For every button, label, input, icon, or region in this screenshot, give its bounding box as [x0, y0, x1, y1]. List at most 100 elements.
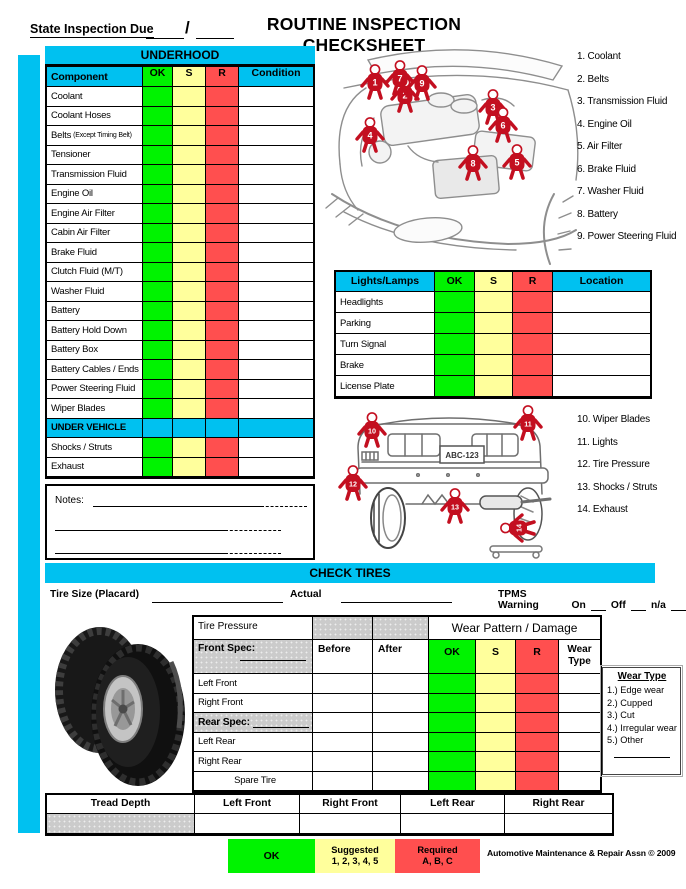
wear-type-cell[interactable] [559, 752, 600, 772]
light-ok-cell[interactable] [435, 334, 475, 355]
light-s-cell[interactable] [475, 355, 513, 376]
underhood-ok-cell[interactable] [143, 379, 173, 399]
wear-s-cell[interactable] [476, 752, 516, 772]
wear-s-cell[interactable] [476, 732, 516, 752]
wear-legend-blank-line[interactable] [614, 751, 670, 758]
underhood-condition-cell[interactable] [239, 243, 313, 263]
underhood-r-cell[interactable] [206, 223, 239, 243]
underhood-condition-cell[interactable] [239, 302, 313, 321]
underhood-s-cell[interactable] [173, 282, 206, 302]
underhood-condition-cell[interactable] [239, 263, 313, 282]
tpms-na-blank[interactable] [670, 598, 686, 611]
underhood-r-cell[interactable] [206, 243, 239, 263]
tread-right-rear-cell[interactable] [505, 814, 612, 834]
underhood-s-cell[interactable] [173, 223, 206, 243]
wear-r-cell[interactable] [516, 771, 559, 791]
underhood-ok-cell[interactable] [143, 145, 173, 165]
underhood-ok-cell[interactable] [143, 223, 173, 243]
underhood-r-cell[interactable] [206, 184, 239, 204]
light-location-cell[interactable] [553, 292, 650, 313]
underhood-ok-cell[interactable] [143, 106, 173, 126]
underhood-s-cell[interactable] [173, 87, 206, 107]
pressure-before-cell[interactable] [313, 732, 373, 752]
wear-s-cell[interactable] [476, 771, 516, 791]
notes-line-2[interactable] [55, 520, 225, 531]
light-ok-cell[interactable] [435, 313, 475, 334]
underhood-r-cell[interactable] [206, 438, 239, 458]
underhood-ok-cell[interactable] [143, 301, 173, 321]
underhood-condition-cell[interactable] [239, 165, 313, 185]
wear-type-cell[interactable] [559, 674, 600, 694]
underhood-condition-cell[interactable] [239, 360, 313, 380]
tread-right-front-cell[interactable] [300, 814, 401, 834]
wear-r-cell[interactable] [516, 674, 559, 694]
underhood-r-cell[interactable] [206, 340, 239, 360]
underhood-condition-cell[interactable] [239, 341, 313, 360]
underhood-condition-cell[interactable] [239, 321, 313, 341]
underhood-r-cell[interactable] [206, 87, 239, 107]
rear-spec-input-line[interactable] [252, 717, 309, 728]
underhood-r-cell[interactable] [206, 399, 239, 419]
pressure-after-cell[interactable] [373, 713, 429, 733]
light-s-cell[interactable] [475, 376, 513, 397]
light-s-cell[interactable] [475, 292, 513, 313]
underhood-ok-cell[interactable] [143, 282, 173, 302]
pressure-before-cell[interactable] [313, 674, 373, 694]
wear-ok-cell[interactable] [429, 693, 476, 713]
wear-r-cell[interactable] [516, 732, 559, 752]
underhood-r-cell[interactable] [206, 282, 239, 302]
underhood-r-cell[interactable] [206, 360, 239, 380]
underhood-s-cell[interactable] [173, 165, 206, 185]
notes-line-1-dashed[interactable] [261, 496, 307, 507]
wear-type-cell[interactable] [559, 713, 600, 733]
light-r-cell[interactable] [513, 313, 553, 334]
light-ok-cell[interactable] [435, 292, 475, 313]
pressure-after-cell[interactable] [373, 674, 429, 694]
underhood-r-cell[interactable] [206, 457, 239, 477]
underhood-condition-cell[interactable] [239, 126, 313, 146]
underhood-s-cell[interactable] [173, 340, 206, 360]
wear-type-cell[interactable] [559, 733, 600, 752]
pressure-after-cell[interactable] [373, 732, 429, 752]
wear-r-cell[interactable] [516, 693, 559, 713]
light-r-cell[interactable] [513, 334, 553, 355]
underhood-condition-cell[interactable] [239, 87, 313, 107]
pressure-before-cell[interactable] [313, 752, 373, 772]
underhood-ok-cell[interactable] [143, 87, 173, 107]
underhood-s-cell[interactable] [173, 379, 206, 399]
tpms-on-blank[interactable] [590, 598, 606, 611]
underhood-r-cell[interactable] [206, 106, 239, 126]
tpms-off-blank[interactable] [630, 598, 646, 611]
underhood-s-cell[interactable] [173, 301, 206, 321]
underhood-ok-cell[interactable] [143, 399, 173, 419]
light-s-cell[interactable] [475, 313, 513, 334]
actual-input-line[interactable] [341, 589, 452, 603]
underhood-ok-cell[interactable] [143, 204, 173, 224]
wear-ok-cell[interactable] [429, 713, 476, 733]
underhood-condition-cell[interactable] [239, 224, 313, 243]
underhood-condition-cell[interactable] [239, 146, 313, 165]
light-ok-cell[interactable] [435, 355, 475, 376]
notes-line-3-dashed[interactable] [225, 543, 281, 554]
underhood-r-cell[interactable] [206, 165, 239, 185]
underhood-ok-cell[interactable] [143, 340, 173, 360]
light-location-cell[interactable] [553, 376, 650, 397]
state-inspection-month-line[interactable] [146, 24, 184, 39]
light-r-cell[interactable] [513, 376, 553, 397]
tread-left-rear-cell[interactable] [401, 814, 505, 834]
underhood-ok-cell[interactable] [143, 165, 173, 185]
underhood-condition-cell[interactable] [239, 282, 313, 302]
underhood-condition-cell[interactable] [239, 438, 313, 458]
underhood-s-cell[interactable] [173, 106, 206, 126]
light-location-cell[interactable] [553, 355, 650, 376]
pressure-after-cell[interactable] [373, 771, 429, 791]
light-location-cell[interactable] [553, 313, 650, 334]
underhood-r-cell[interactable] [206, 126, 239, 146]
tread-left-front-cell[interactable] [195, 814, 300, 834]
wear-s-cell[interactable] [476, 713, 516, 733]
notes-line-2-dashed[interactable] [225, 520, 281, 531]
wear-r-cell[interactable] [516, 713, 559, 733]
wear-s-cell[interactable] [476, 693, 516, 713]
underhood-condition-cell[interactable] [239, 204, 313, 224]
underhood-condition-cell[interactable] [239, 107, 313, 126]
